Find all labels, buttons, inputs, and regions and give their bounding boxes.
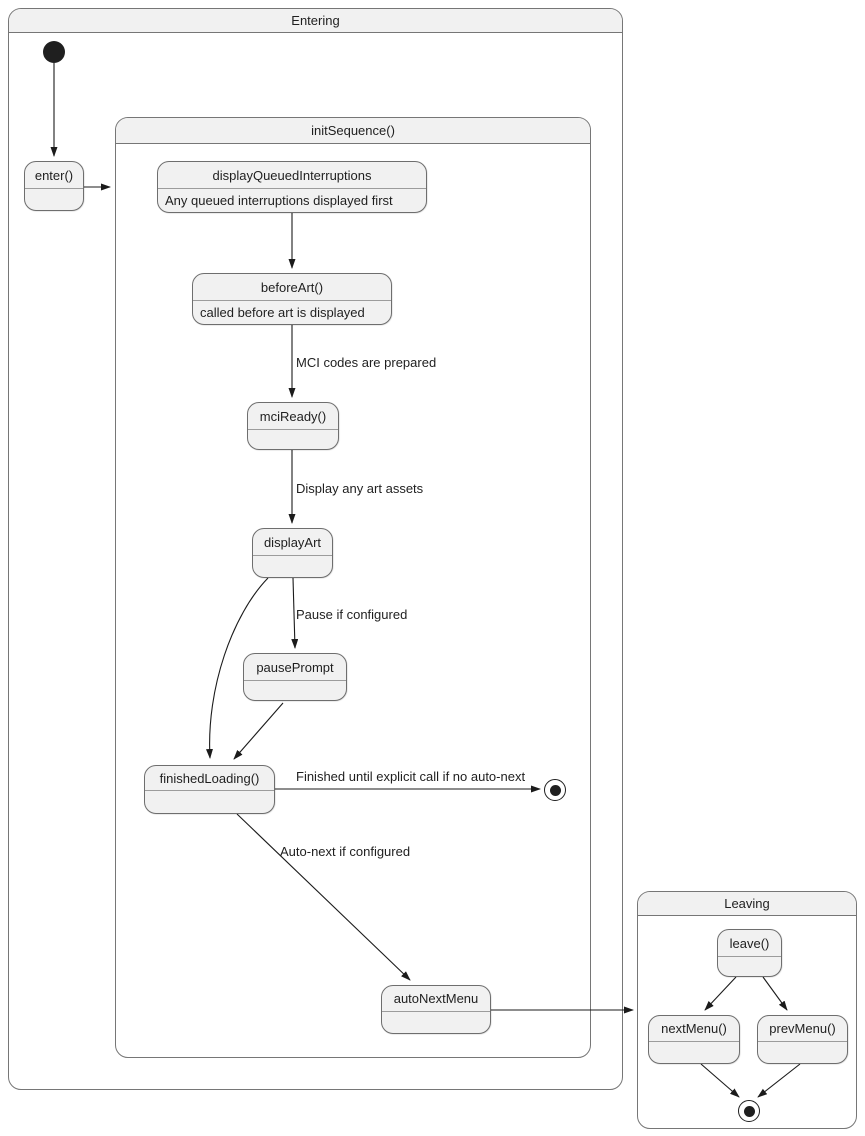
state-display-queued-interruptions-body: Any queued interruptions displayed first <box>165 193 393 208</box>
state-next-menu: nextMenu() <box>648 1015 740 1064</box>
state-mci-ready-body <box>248 430 338 449</box>
edge-label-auto-next-configured: Auto-next if configured <box>280 844 411 859</box>
edge-label-display-art-assets: Display any art assets <box>296 481 424 496</box>
state-pause-prompt-body <box>244 681 346 700</box>
state-pause-prompt-title: pausePrompt <box>244 654 346 681</box>
state-display-art: displayArt <box>252 528 333 578</box>
state-enter-title: enter() <box>25 162 83 189</box>
final-state-leaving-dot <box>743 1105 755 1117</box>
state-mci-ready: mciReady() <box>247 402 339 450</box>
state-prev-menu: prevMenu() <box>757 1015 848 1064</box>
state-next-menu-title: nextMenu() <box>649 1016 739 1042</box>
composite-state-init-sequence-title: initSequence() <box>116 118 590 144</box>
composite-state-leaving: Leaving <box>637 891 857 1129</box>
state-prev-menu-title: prevMenu() <box>758 1016 847 1042</box>
state-mci-ready-title: mciReady() <box>248 403 338 430</box>
initial-state-dot <box>43 41 65 63</box>
final-state-entering-dot <box>549 784 561 796</box>
state-pause-prompt: pausePrompt <box>243 653 347 701</box>
state-auto-next-menu: autoNextMenu <box>381 985 491 1034</box>
final-state-leaving <box>738 1100 760 1122</box>
edge-label-finished-no-autonext: Finished until explicit call if no auto-… <box>296 769 526 784</box>
state-next-menu-body <box>649 1042 739 1063</box>
state-finished-loading: finishedLoading() <box>144 765 275 814</box>
state-finished-loading-title: finishedLoading() <box>145 766 274 791</box>
final-state-entering <box>544 779 566 801</box>
state-display-art-title: displayArt <box>253 529 332 556</box>
state-leave-title: leave() <box>718 930 781 957</box>
state-auto-next-menu-body <box>382 1012 490 1033</box>
state-finished-loading-body <box>145 791 274 813</box>
state-prev-menu-body <box>758 1042 847 1063</box>
edge-label-pause-if-configured: Pause if configured <box>296 607 408 622</box>
state-display-queued-interruptions: displayQueuedInterruptions Any queued in… <box>157 161 427 213</box>
state-before-art: beforeArt() called before art is display… <box>192 273 392 325</box>
state-leave: leave() <box>717 929 782 977</box>
state-display-queued-interruptions-title: displayQueuedInterruptions <box>158 162 426 189</box>
edge-label-mci-codes-prepared: MCI codes are prepared <box>296 355 437 370</box>
state-leave-body <box>718 957 781 976</box>
state-enter-body <box>25 189 83 210</box>
composite-state-entering-title: Entering <box>9 9 622 33</box>
composite-state-leaving-title: Leaving <box>638 892 856 916</box>
state-display-art-body <box>253 556 332 577</box>
state-auto-next-menu-title: autoNextMenu <box>382 986 490 1012</box>
state-enter: enter() <box>24 161 84 211</box>
state-before-art-title: beforeArt() <box>193 274 391 301</box>
state-before-art-body: called before art is displayed <box>200 305 365 320</box>
